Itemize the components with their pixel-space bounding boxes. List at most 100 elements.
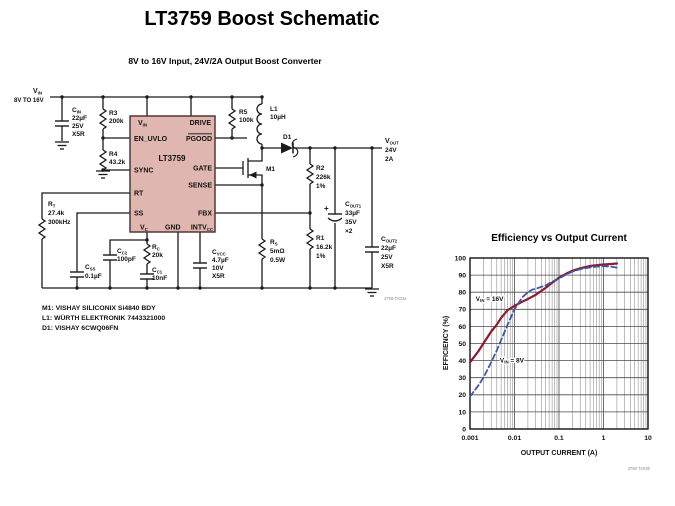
- note-l1: L1: WÜRTH ELEKTRONIK 7443321000: [42, 313, 165, 322]
- cout2-voltage: 25V: [381, 254, 393, 261]
- mosfet-m1-arrow: [249, 171, 257, 179]
- vout-current: 2A: [385, 156, 394, 163]
- y-tick-label: 80: [458, 290, 466, 297]
- cout2-dielectric: X5R: [381, 263, 394, 270]
- rc-ref: RC: [152, 244, 160, 251]
- l1-ref: L1: [270, 106, 278, 113]
- boost-converter-schematic: 8V to 16V Input, 24V/2A Output Boost Con…: [14, 56, 407, 332]
- capacitor-cout1-symbol: [327, 213, 343, 222]
- bom-notes: M1: VISHAY SILICONIX Si4840 BDY L1: WÜRT…: [42, 305, 165, 332]
- r1-value: 16.2k: [316, 244, 333, 251]
- cvcc-voltage: 10V: [212, 265, 224, 272]
- chart-title: Efficiency vs Output Current: [491, 233, 627, 244]
- r2-tolerance: 1%: [316, 183, 326, 190]
- cout1-polarity: +: [324, 204, 329, 213]
- css-value: 0.1µF: [85, 273, 102, 280]
- r5-ref: R5: [239, 109, 248, 116]
- capacitor-cin-symbol: [54, 120, 70, 127]
- css-ref: CSS: [85, 264, 96, 271]
- pin-gate: GATE: [193, 166, 212, 173]
- rt-ref: RT: [48, 201, 56, 208]
- x-tick-label: 10: [644, 435, 652, 442]
- r3-ref: R3: [109, 110, 118, 117]
- cc2-ref: CC2: [117, 248, 128, 255]
- ic-body: [129, 115, 216, 233]
- y-tick-label: 50: [458, 341, 466, 348]
- rs-ref: RS: [270, 239, 278, 246]
- cin-dielectric: X5R: [72, 131, 85, 138]
- pin-gnd: GND: [165, 225, 181, 232]
- efficiency-chart: Efficiency vs Output Current EFFICIENCY …: [443, 233, 652, 471]
- vin-label: VIN: [33, 88, 42, 96]
- cout1-voltage: 35V: [345, 219, 357, 226]
- x-tick-label: 1: [602, 435, 606, 442]
- diode-d1-symbol: [281, 138, 299, 158]
- schematic-subtitle: 8V to 16V Input, 24V/2A Output Boost Con…: [128, 56, 322, 66]
- rs-value: 5mΩ: [270, 248, 285, 255]
- pin-intvcc: INTVCC: [191, 225, 213, 233]
- capacitor-css-symbol: [69, 271, 85, 278]
- r2-ref: R2: [316, 165, 325, 172]
- resistor-r2-symbol: [306, 163, 314, 185]
- page-title: LT3759 Boost Schematic: [144, 8, 380, 30]
- x-tick-label: 0.01: [508, 435, 521, 442]
- component-labels: VIN 8V TO 16V CIN 22µF 25V X5R R3 200k R…: [14, 88, 399, 282]
- ic-pin-labels: VIN DRIVE EN_UVLO PGOOD SYNC GATE RT SEN…: [134, 120, 213, 232]
- rt-value: 27.4k: [48, 210, 65, 217]
- d1-ref: D1: [283, 134, 292, 141]
- y-tick-label: 90: [458, 273, 466, 280]
- vin-range-label: 8V TO 16V: [14, 98, 44, 104]
- cout1-qty: ×2: [345, 228, 353, 235]
- pin-rt: RT: [134, 191, 144, 198]
- r3-value: 200k: [109, 118, 124, 125]
- y-tick-label: 20: [458, 392, 466, 399]
- r4-ref: R4: [109, 151, 118, 158]
- y-tick-label: 0: [462, 426, 466, 433]
- x-tick-label: 0.1: [554, 435, 564, 442]
- pin-sense: SENSE: [188, 183, 212, 190]
- cc2-value: 100pF: [117, 256, 136, 263]
- pin-fbx: FBX: [198, 211, 212, 218]
- cout2-ref: COUT2: [381, 236, 398, 243]
- vout-voltage: 24V: [385, 147, 397, 154]
- resistor-r1-symbol: [306, 228, 314, 250]
- wires: [41, 96, 382, 289]
- y-tick-label: 100: [455, 255, 467, 262]
- chart-x-axis-label: OUTPUT CURRENT (A): [521, 450, 598, 457]
- capacitor-cout2-symbol: [364, 246, 380, 253]
- resistor-rt-symbol: [38, 218, 46, 240]
- cout1-ref: COUT1: [345, 201, 362, 208]
- cin-ref: CIN: [72, 107, 81, 114]
- schematic-figure-tag: 3759 TA03a: [384, 296, 407, 301]
- ground-icon: [95, 170, 111, 179]
- series-0: [468, 262, 619, 364]
- y-tick-label: 30: [458, 375, 466, 382]
- inductor-l1-symbol: [256, 103, 263, 145]
- y-tick-label: 10: [458, 409, 466, 416]
- note-d1: D1: VISHAY 6CWQ06FN: [42, 325, 118, 332]
- rs-power: 0.5W: [270, 257, 286, 264]
- pin-vc: VC: [140, 225, 148, 233]
- m1-ref: M1: [266, 166, 275, 173]
- series-annotation: VIN = 8V: [500, 357, 525, 364]
- capacitor-cvcc-symbol: [192, 262, 208, 269]
- y-tick-label: 40: [458, 358, 466, 365]
- r1-ref: R1: [316, 235, 325, 242]
- cin-voltage: 25V: [72, 123, 84, 130]
- resistor-r5-symbol: [228, 108, 236, 130]
- r1-tolerance: 1%: [316, 253, 326, 260]
- capacitors: [54, 120, 380, 280]
- chart-y-axis-label: EFFICIENCY (%): [443, 316, 450, 370]
- series-1: [469, 265, 618, 398]
- cvcc-dielectric: X5R: [212, 273, 225, 280]
- ground-icon: [364, 288, 380, 297]
- x-tick-label: 0.001: [461, 435, 478, 442]
- y-tick-label: 60: [458, 324, 466, 331]
- rc-value: 20k: [152, 252, 163, 259]
- cin-value: 22µF: [72, 115, 87, 122]
- vout-label: VOUT: [385, 138, 399, 146]
- r2-value: 226k: [316, 174, 331, 181]
- note-m1: M1: VISHAY SILICONIX Si4840 BDY: [42, 305, 156, 312]
- ground-icon: [54, 141, 70, 150]
